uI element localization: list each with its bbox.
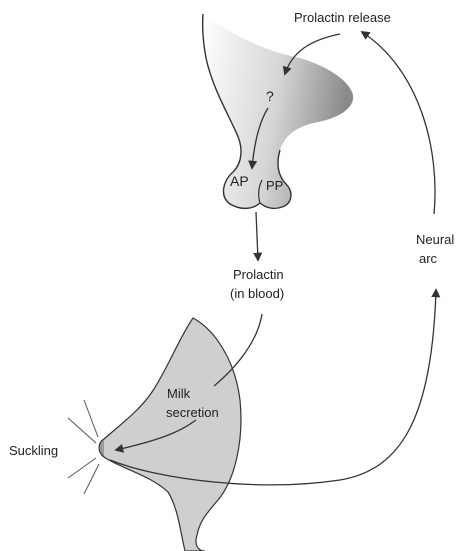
arrow-prolactin-to-blood bbox=[256, 212, 258, 260]
label-in-blood: (in blood) bbox=[230, 286, 284, 301]
label-prolactin: Prolactin bbox=[233, 267, 284, 282]
label-question-mark: ? bbox=[266, 88, 274, 104]
label-posterior-pituitary: PP bbox=[266, 178, 283, 193]
arrow-neural-arc-to-release bbox=[362, 32, 435, 214]
nipple bbox=[99, 439, 104, 457]
label-arc: arc bbox=[419, 251, 438, 266]
label-neural: Neural bbox=[416, 232, 454, 247]
suckling-stimulus-lines bbox=[68, 400, 99, 494]
label-milk: Milk bbox=[167, 386, 191, 401]
label-suckling: Suckling bbox=[9, 443, 58, 458]
label-prolactin-release: Prolactin release bbox=[294, 10, 391, 25]
label-secretion: secretion bbox=[166, 405, 219, 420]
label-anterior-pituitary: AP bbox=[230, 173, 249, 189]
